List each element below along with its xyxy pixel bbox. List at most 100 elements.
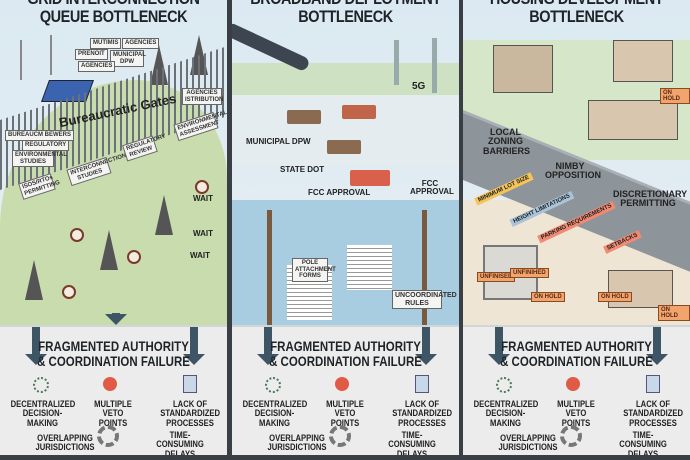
housing-panel: ON HOLD LOCAL ZONING BARRIERS NIMBY OPPO…	[463, 0, 690, 455]
rules-sign: UNCOORDINATED RULES	[392, 290, 457, 310]
panel-title-line2: BOTTLENECK	[298, 7, 393, 26]
document-icon	[646, 375, 660, 393]
forms-label: POLE ATTACHMENT FORMS	[292, 258, 336, 282]
tag: AGENCIES	[122, 38, 160, 49]
down-arrow-icon	[415, 327, 437, 365]
illustration: MUTIMIS PRENOIT AGENCIES MUNICIPAL DPW A…	[0, 0, 227, 325]
tag: MUTIMIS	[90, 38, 122, 49]
illustration: ON HOLD LOCAL ZONING BARRIERS NIMBY OPPO…	[463, 0, 690, 325]
tag: REGULATORY	[22, 140, 70, 151]
gear-icon	[97, 425, 119, 447]
municipal-label: MUNICIPAL DPW	[246, 137, 311, 146]
cell-tower-icon	[394, 40, 399, 85]
veto-icon	[335, 377, 349, 391]
document-icon	[415, 375, 429, 393]
veto-label: MULTIPLE VETO POINTS	[557, 399, 595, 428]
tag: AGENCIES	[78, 61, 116, 72]
clock-icon	[62, 285, 76, 299]
decentralized-label: DECENTRALIZED DECISION-MAKING	[242, 399, 308, 428]
lack-label: LACK OF STANDARDIZED PROCESSES	[392, 399, 453, 428]
failure-title-line1: FRAGMENTED AUTHORITY	[38, 338, 189, 354]
decentralized-label: DECENTRALIZED DECISION-MAKING	[10, 399, 76, 428]
clock-icon	[127, 250, 141, 264]
gear-icon	[329, 425, 351, 447]
wait-label: WAIT	[193, 194, 213, 203]
veto-label: MULTIPLE VETO POINTS	[94, 399, 132, 428]
failure-title-line2: & COORDINATION FAILURE	[269, 353, 422, 369]
tag: AGENCIES ISTRIBUTION	[182, 88, 223, 106]
clock-icon	[70, 228, 84, 242]
overlap-label: OVERLAPPING JURISDICTIONS	[267, 433, 327, 453]
wind-turbine-icon	[20, 40, 22, 80]
clock-icon	[195, 180, 209, 194]
veto-label: MULTIPLE VETO POINTS	[326, 399, 364, 428]
on-hold-sign: ON HOLD	[658, 305, 690, 321]
townhouses-icon	[613, 40, 673, 82]
tag: MUNICIPAL DPW	[110, 50, 146, 68]
down-arrow-icon	[257, 327, 279, 365]
wind-turbine-icon	[50, 35, 52, 75]
delays-label: TIME-CONSUMING DELAYS	[156, 430, 204, 455]
veto-icon	[566, 377, 580, 391]
utility-pole-icon	[422, 210, 427, 325]
overlap-label: OVERLAPPING JURISDICTIONS	[35, 433, 95, 453]
failure-title-line1: FRAGMENTED AUTHORITY	[270, 338, 421, 354]
veto-icon	[103, 377, 117, 391]
stamp-icon	[287, 110, 321, 124]
illustration: 5G MUNICIPAL DPW STATE DOT FCC APPROVAL …	[232, 0, 459, 325]
gear-icon	[560, 425, 582, 447]
broadband-panel: 5G MUNICIPAL DPW STATE DOT FCC APPROVAL …	[232, 0, 459, 455]
decentralized-label: DECENTRALIZED DECISION-MAKING	[473, 399, 539, 428]
discretionary-label: DISCRETIONARY PERMITTING	[613, 189, 688, 209]
wait-label: WAIT	[193, 229, 213, 238]
grid-panel: MUTIMIS PRENOIT AGENCIES MUNICIPAL DPW A…	[0, 0, 227, 455]
pylon-icon	[25, 260, 43, 300]
stamp-icon	[327, 140, 361, 154]
townhouses-icon	[588, 100, 678, 140]
unfinished-sign: UNFINIHED	[510, 268, 549, 278]
5g-label: 5G	[412, 81, 426, 92]
network-nodes-icon	[33, 377, 49, 393]
tag: BUREAUCM BEWERS	[5, 130, 74, 141]
tag: PRENOIT	[75, 49, 108, 60]
overlap-label: OVERLAPPING JURISDICTIONS	[498, 433, 558, 453]
on-hold-sign: ON HOLD	[660, 88, 690, 104]
panel-title-line1: HOUSING DEVELOPMENT	[480, 0, 673, 9]
down-arrow-icon	[183, 327, 205, 365]
panel-title-line2: BOTTLENECK	[529, 7, 624, 26]
failure-title-line2: & COORDINATION FAILURE	[37, 353, 190, 369]
apartment-building-icon	[493, 45, 553, 93]
tag: ENVIRONMENTAL STUDIES	[12, 150, 67, 168]
field	[232, 63, 459, 98]
wait-label: WAIT	[190, 251, 210, 260]
bottom-section: FRAGMENTED AUTHORITY & COORDINATION FAIL…	[463, 325, 690, 455]
failure-title-line1: FRAGMENTED AUTHORITY	[501, 338, 652, 354]
down-arrow-icon	[105, 313, 127, 325]
delays-label: TIME-CONSUMING DELAYS	[619, 430, 667, 455]
townhouses-icon	[608, 270, 673, 308]
document-icon	[183, 375, 197, 393]
bottom-section: FRAGMENTED AUTHORITY & COORDINATION FAIL…	[232, 325, 459, 455]
lack-label: LACK OF STANDARDIZED PROCESSES	[160, 399, 221, 428]
pylon-icon	[155, 195, 173, 235]
down-arrow-icon	[646, 327, 668, 365]
delays-label: TIME-CONSUMING DELAYS	[388, 430, 436, 455]
on-hold-sign: ON HOLD	[598, 292, 632, 302]
state-dot-label: STATE DOT	[280, 165, 325, 174]
bottom-section: FRAGMENTED AUTHORITY & COORDINATION FAIL…	[0, 313, 227, 455]
zoning-label: LOCAL ZONING BARRIERS	[483, 127, 531, 156]
pylon-icon	[100, 230, 118, 270]
stamp-icon	[342, 105, 376, 119]
down-arrow-icon	[488, 327, 510, 365]
on-hold-sign: ON HOLD	[531, 292, 565, 302]
network-nodes-icon	[265, 377, 281, 393]
stamp-icon	[350, 170, 390, 186]
paper-stack	[347, 245, 392, 290]
fcc-approval-label-2: FCC APPROVAL	[410, 179, 454, 197]
lack-label: LACK OF STANDARDIZED PROCESSES	[623, 399, 684, 428]
network-nodes-icon	[496, 377, 512, 393]
utility-pole-icon	[267, 210, 272, 325]
failure-title-line2: & COORDINATION FAILURE	[500, 353, 653, 369]
fcc-approval-label: FCC APPROVAL	[308, 188, 371, 197]
panel-title-line1: GRID INTERCONNECTION	[17, 0, 210, 9]
